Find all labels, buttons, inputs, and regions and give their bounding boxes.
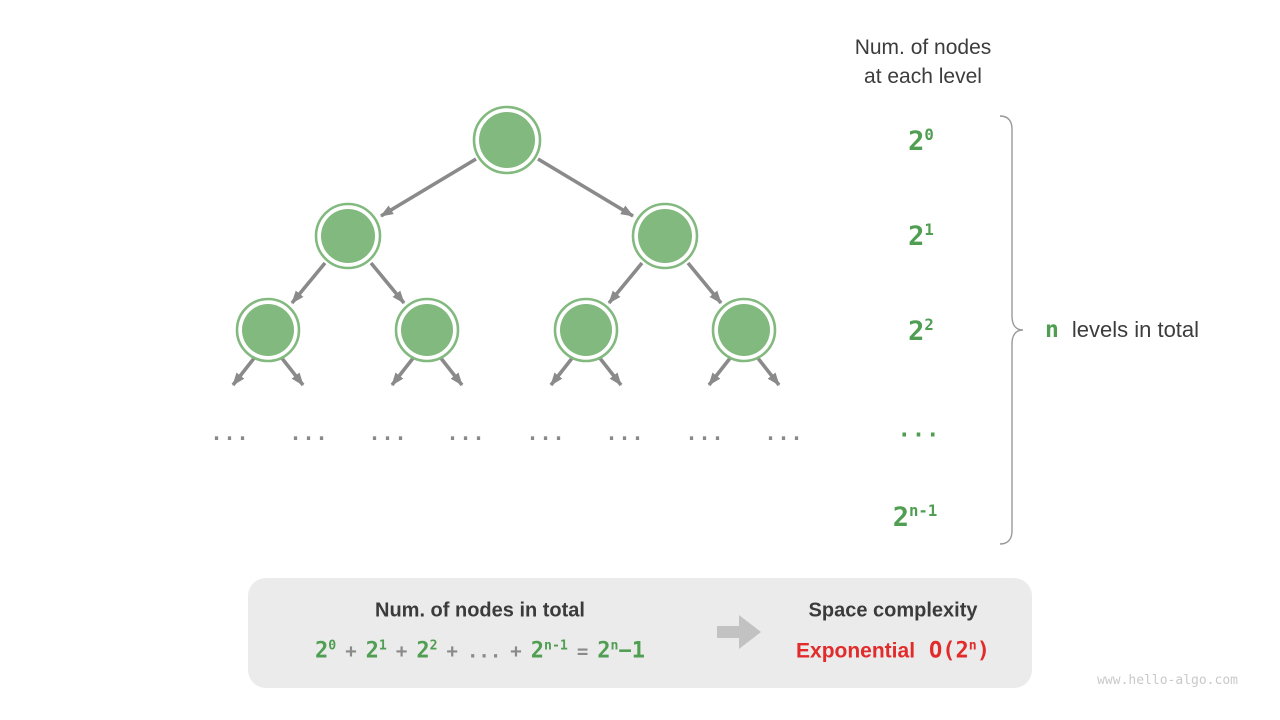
edge-arrow — [369, 261, 406, 305]
node-total-title: Num. of nodes in total — [375, 599, 585, 622]
leaf-ellipsis: ... — [210, 421, 250, 445]
complexity-name: Exponential — [796, 639, 916, 663]
leaf-ellipsis: ... — [368, 421, 408, 445]
right-block-arrow-icon — [717, 615, 761, 649]
tree-node — [711, 297, 777, 363]
leaf-ellipsis: ... — [289, 421, 329, 445]
level-count-base: 2 — [908, 126, 925, 157]
level-count-base: 2 — [892, 502, 909, 533]
tree-node — [394, 297, 460, 363]
brace — [999, 115, 1024, 545]
level-count-exp: n-1 — [908, 501, 938, 520]
edge-arrow — [686, 261, 723, 305]
level-count-label: 20 — [908, 125, 934, 157]
edge-arrow — [597, 355, 623, 387]
equation-ellipsis: ... — [466, 640, 502, 663]
leaf-ellipsis: ... — [446, 421, 486, 445]
leaf-ellipsis: ... — [764, 421, 804, 445]
level-count-exp: 1 — [924, 220, 934, 239]
equation-operator: + — [395, 640, 408, 663]
level-count-label: 22 — [908, 315, 934, 347]
watermark: www.hello-algo.com — [1097, 673, 1238, 688]
level-count-base: 2 — [908, 316, 925, 347]
edge-arrow — [290, 261, 327, 305]
brace-annotation-text: levels in total — [1071, 317, 1200, 342]
edge-arrow — [380, 157, 477, 218]
edge-arrow — [279, 355, 305, 387]
equation-operator: + — [510, 640, 522, 663]
leaf-ellipsis: ... — [605, 421, 645, 445]
equation-term: 2n-1 — [530, 638, 568, 664]
edge-arrow — [607, 261, 644, 305]
level-count-base: 2 — [908, 221, 925, 252]
space-complexity-value: Exponential O(2n) — [796, 638, 990, 663]
tree-node — [235, 297, 301, 363]
right-panel-title-line2: at each level — [864, 65, 982, 88]
summary-box: Num. of nodes in total 20 + 21 + 22 + ..… — [248, 578, 1032, 688]
edge-arrow — [231, 355, 257, 387]
edge-arrow — [390, 355, 416, 387]
brace-annotation-n: n — [1045, 317, 1059, 343]
tree-node — [553, 297, 619, 363]
equation-term: 22 — [416, 638, 438, 664]
leaf-ellipsis: ... — [685, 421, 725, 445]
tree-node — [314, 202, 382, 270]
level-count-ellipsis: ... — [897, 417, 941, 443]
equation-operator: + — [345, 640, 357, 663]
edge-arrow — [438, 355, 464, 387]
space-complexity-title: Space complexity — [808, 599, 978, 622]
complexity-big-o: O(2n) — [929, 638, 990, 664]
right-panel-title-line1: Num. of nodes — [854, 36, 992, 59]
tree-node — [472, 105, 542, 175]
brace-annotation: n levels in total — [1045, 317, 1199, 343]
right-panel-title: Num. of nodes at each level — [803, 33, 1043, 91]
edge-arrow — [755, 355, 781, 387]
level-count-exp: 0 — [924, 125, 934, 144]
equation-equals: = — [576, 640, 589, 663]
tree-edges — [231, 157, 781, 387]
node-total-equation: 20 + 21 + 22 + ... + 2n-1 = 2n−1 — [315, 638, 645, 663]
level-count-label: 21 — [908, 220, 934, 252]
level-count-label: 2n-1 — [893, 501, 938, 533]
edge-arrow — [537, 157, 634, 218]
equation-operator: + — [446, 640, 458, 663]
leaf-ellipsis: ... — [526, 421, 566, 445]
level-count-exp: 2 — [924, 315, 934, 334]
equation-result: 2n−1 — [597, 638, 645, 664]
edge-arrow — [707, 355, 733, 387]
equation-term: 21 — [365, 638, 387, 664]
tree-nodes — [235, 105, 777, 363]
tree-node — [631, 202, 699, 270]
equation-term: 20 — [315, 638, 337, 664]
edge-arrow — [549, 355, 575, 387]
